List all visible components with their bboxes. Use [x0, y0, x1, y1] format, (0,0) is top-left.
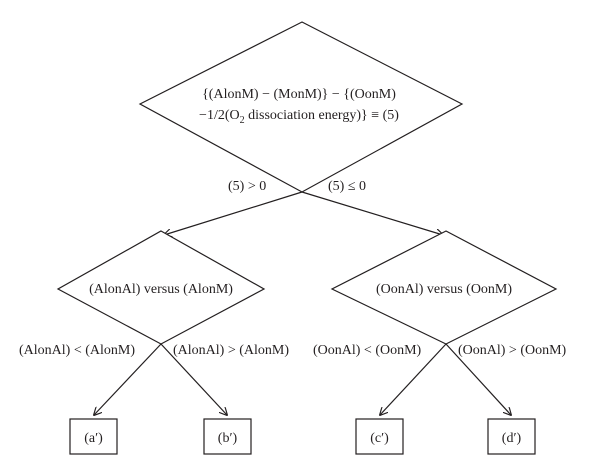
leaf-box-b — [203, 418, 252, 455]
root-condition-line-2: −1/2(O2 dissociation energy)} ≡ (5) — [199, 108, 399, 126]
right-decision-label: (OonAl) versus (OonM) — [376, 282, 512, 297]
leaf-label-c: (c′) — [370, 431, 389, 446]
root-condition-line-1: {(AlonM) − (MonM)} − {(OonM) — [202, 87, 396, 102]
left-branch-less-label: (AlonAl) < (AlonM) — [19, 343, 135, 358]
leaf-label-b: (b′) — [218, 431, 238, 446]
leaf-label-a: (a′) — [84, 431, 103, 446]
right-to-c-arrow — [380, 343, 447, 415]
leaf-box-d — [487, 418, 536, 455]
root-right-branch-label: (5) ≤ 0 — [328, 179, 366, 194]
leaf-box-a — [69, 418, 118, 455]
root-condition-line-2-start: −1/2(O — [199, 108, 240, 123]
left-branch-greater-label: (AlonAl) > (AlonM) — [173, 343, 289, 358]
left-to-a-arrow — [94, 343, 162, 415]
leaf-box-c — [355, 418, 404, 455]
root-left-arrow — [164, 191, 303, 235]
left-decision-label: (AlonAl) versus (AlonM) — [89, 282, 233, 297]
left-to-b-arrow — [160, 343, 227, 415]
root-decision-diamond — [138, 21, 464, 193]
right-branch-less-label: (OonAl) < (OonM) — [313, 343, 422, 358]
root-condition-subscript: 2 — [240, 115, 245, 126]
root-right-arrow — [301, 191, 443, 235]
right-to-d-arrow — [445, 343, 511, 415]
leaf-label-d: (d′) — [502, 431, 522, 446]
root-condition-line-2-end: dissociation energy)} ≡ (5) — [245, 108, 400, 123]
right-branch-greater-label: (OonAl) > (OonM) — [458, 343, 567, 358]
root-left-branch-label: (5) > 0 — [228, 179, 266, 194]
